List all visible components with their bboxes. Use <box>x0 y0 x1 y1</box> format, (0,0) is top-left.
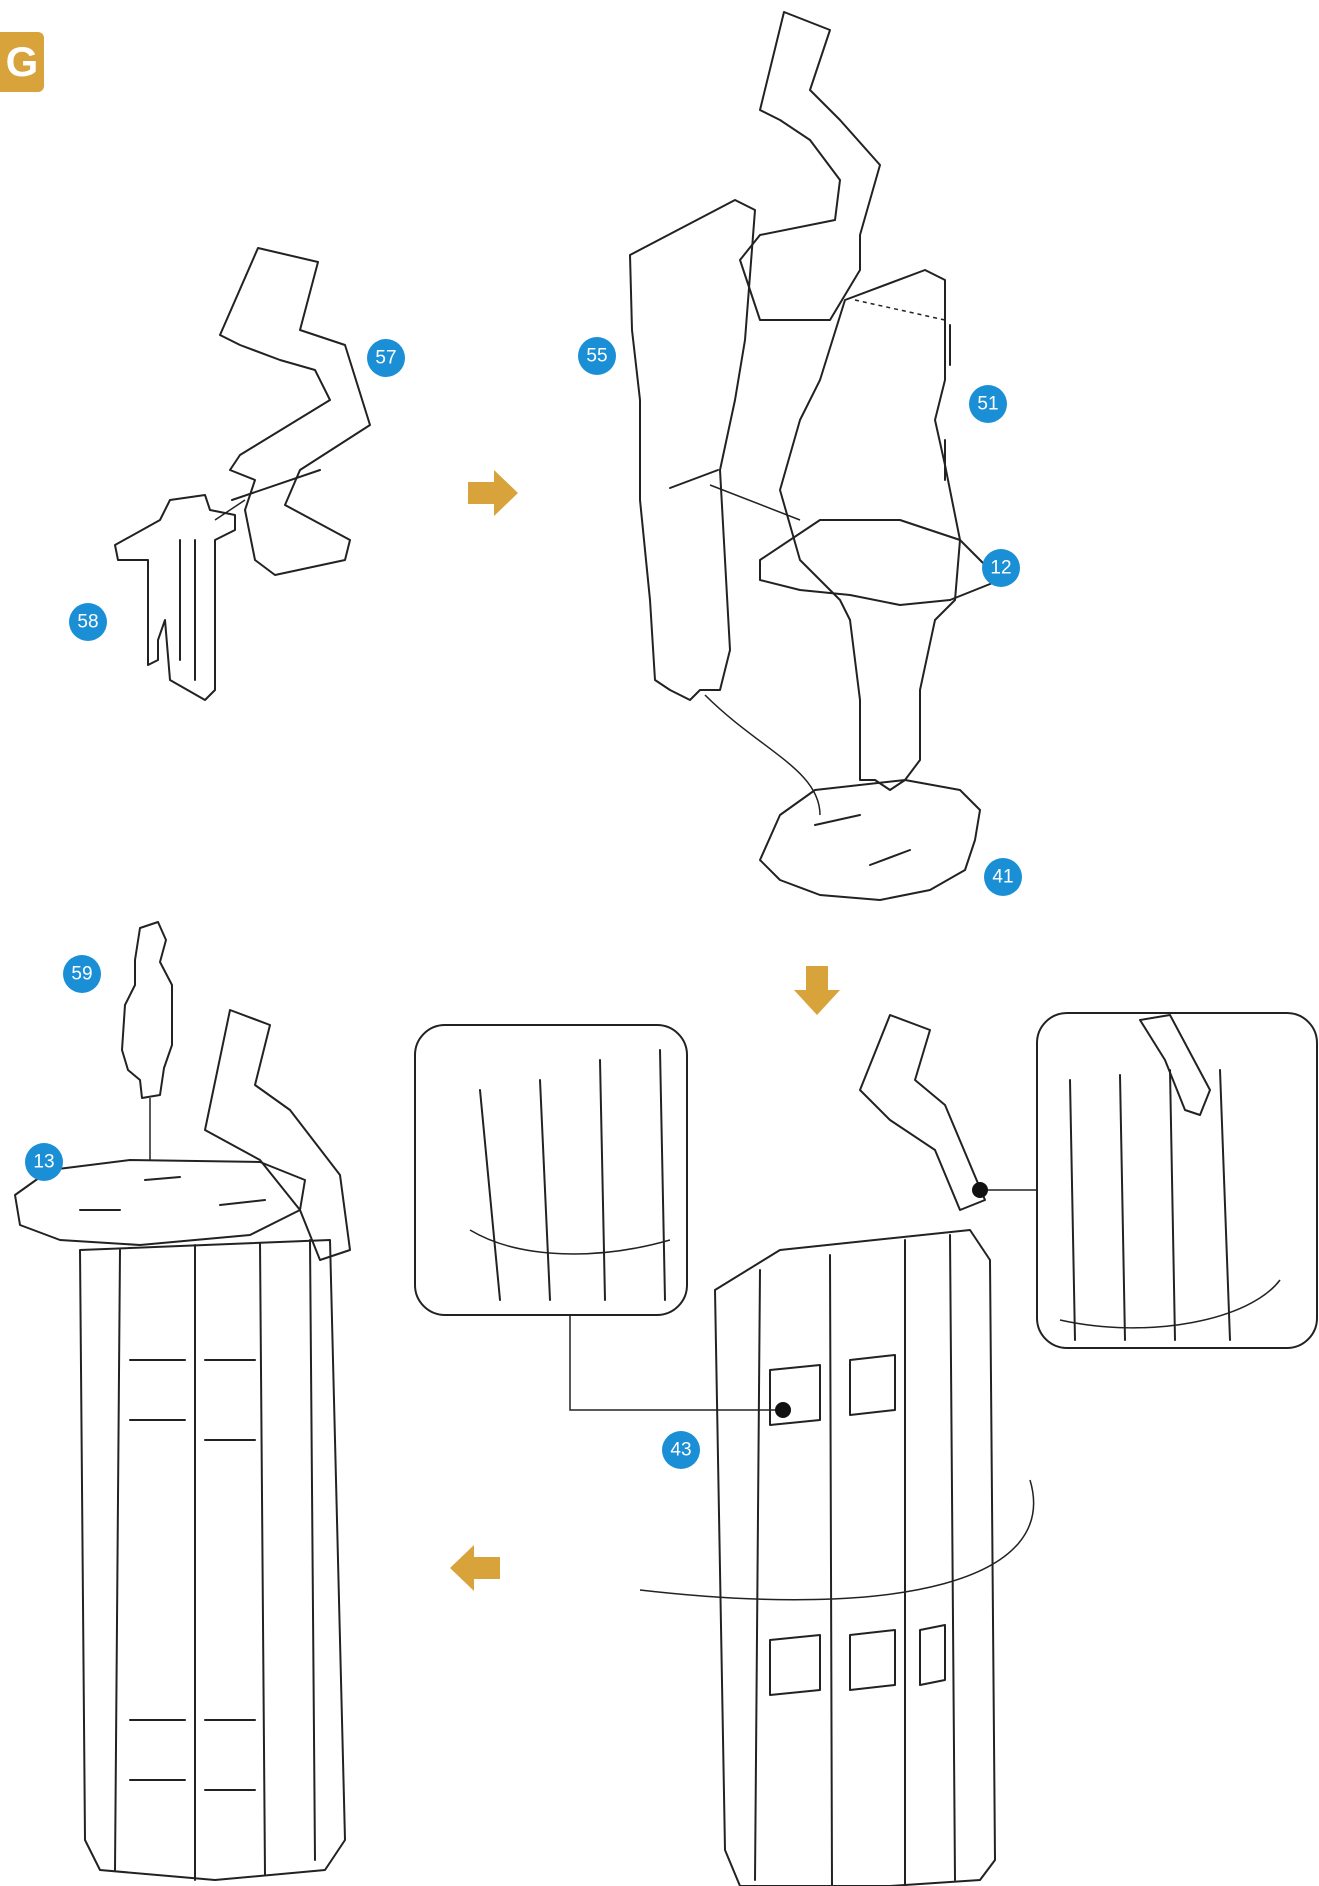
part-57-slot <box>232 470 320 500</box>
flow-arrow-right <box>468 470 518 516</box>
svg-text:43: 43 <box>670 1440 691 1461</box>
part-marker-58: 58 <box>69 603 107 641</box>
panel-step-1 <box>115 248 370 700</box>
white-top-arm-2 <box>860 1015 985 1210</box>
part-marker-12: 12 <box>982 549 1020 587</box>
svg-text:57: 57 <box>375 348 396 369</box>
part-13-slots <box>80 1177 265 1210</box>
part-55-insert-arrow <box>705 695 820 815</box>
part-marker-57: 57 <box>367 339 405 377</box>
svg-text:59: 59 <box>71 964 92 985</box>
part-55-purple-panel <box>630 200 755 700</box>
part-marker-41: 41 <box>984 858 1022 896</box>
part-41-slots <box>815 815 910 865</box>
part-41-green-base <box>760 780 980 900</box>
flow-arrow-down <box>794 966 840 1015</box>
flow-arrow-left <box>450 1545 500 1591</box>
white-top-arm <box>205 1010 350 1260</box>
callout-left-dot <box>775 1402 791 1418</box>
svg-text:58: 58 <box>77 612 98 633</box>
part-58-orange-connector <box>115 495 235 700</box>
part-marker-55: 55 <box>578 337 616 375</box>
panel-step-2 <box>630 12 1000 900</box>
detail-callout-left <box>415 1025 687 1315</box>
panel-step-4 <box>15 922 350 1880</box>
part-43-columns <box>755 1235 955 1886</box>
part-marker-59: 59 <box>63 955 101 993</box>
part-marker-43: 43 <box>662 1431 700 1469</box>
part-12-orange-ring <box>760 520 1000 605</box>
part-59-salmon-figure <box>122 922 172 1098</box>
part-43-rotate-arrow <box>640 1480 1034 1600</box>
svg-text:12: 12 <box>990 558 1011 579</box>
svg-text:13: 13 <box>33 1152 54 1173</box>
part-58-join-arrow <box>215 500 245 520</box>
part-marker-51: 51 <box>969 385 1007 423</box>
part-57-yellow-arm <box>220 248 370 575</box>
svg-text:41: 41 <box>992 867 1013 888</box>
svg-text:51: 51 <box>977 394 998 415</box>
callout-right-dot <box>972 1182 988 1198</box>
svg-text:55: 55 <box>586 346 607 367</box>
part-58-slots <box>180 540 195 680</box>
detail-callout-right <box>1037 1013 1317 1348</box>
white-tower-windows <box>130 1360 255 1790</box>
callout-left-leader <box>570 1315 780 1410</box>
part-51-dashed-guide <box>855 300 945 320</box>
part-43-windows <box>770 1355 945 1695</box>
part-12-insert-arrow <box>710 485 800 520</box>
panel-step-3 <box>415 1013 1317 1886</box>
part-marker-13: 13 <box>25 1143 63 1181</box>
white-tower-columns <box>115 1240 315 1880</box>
part-yellow-top <box>740 12 880 320</box>
